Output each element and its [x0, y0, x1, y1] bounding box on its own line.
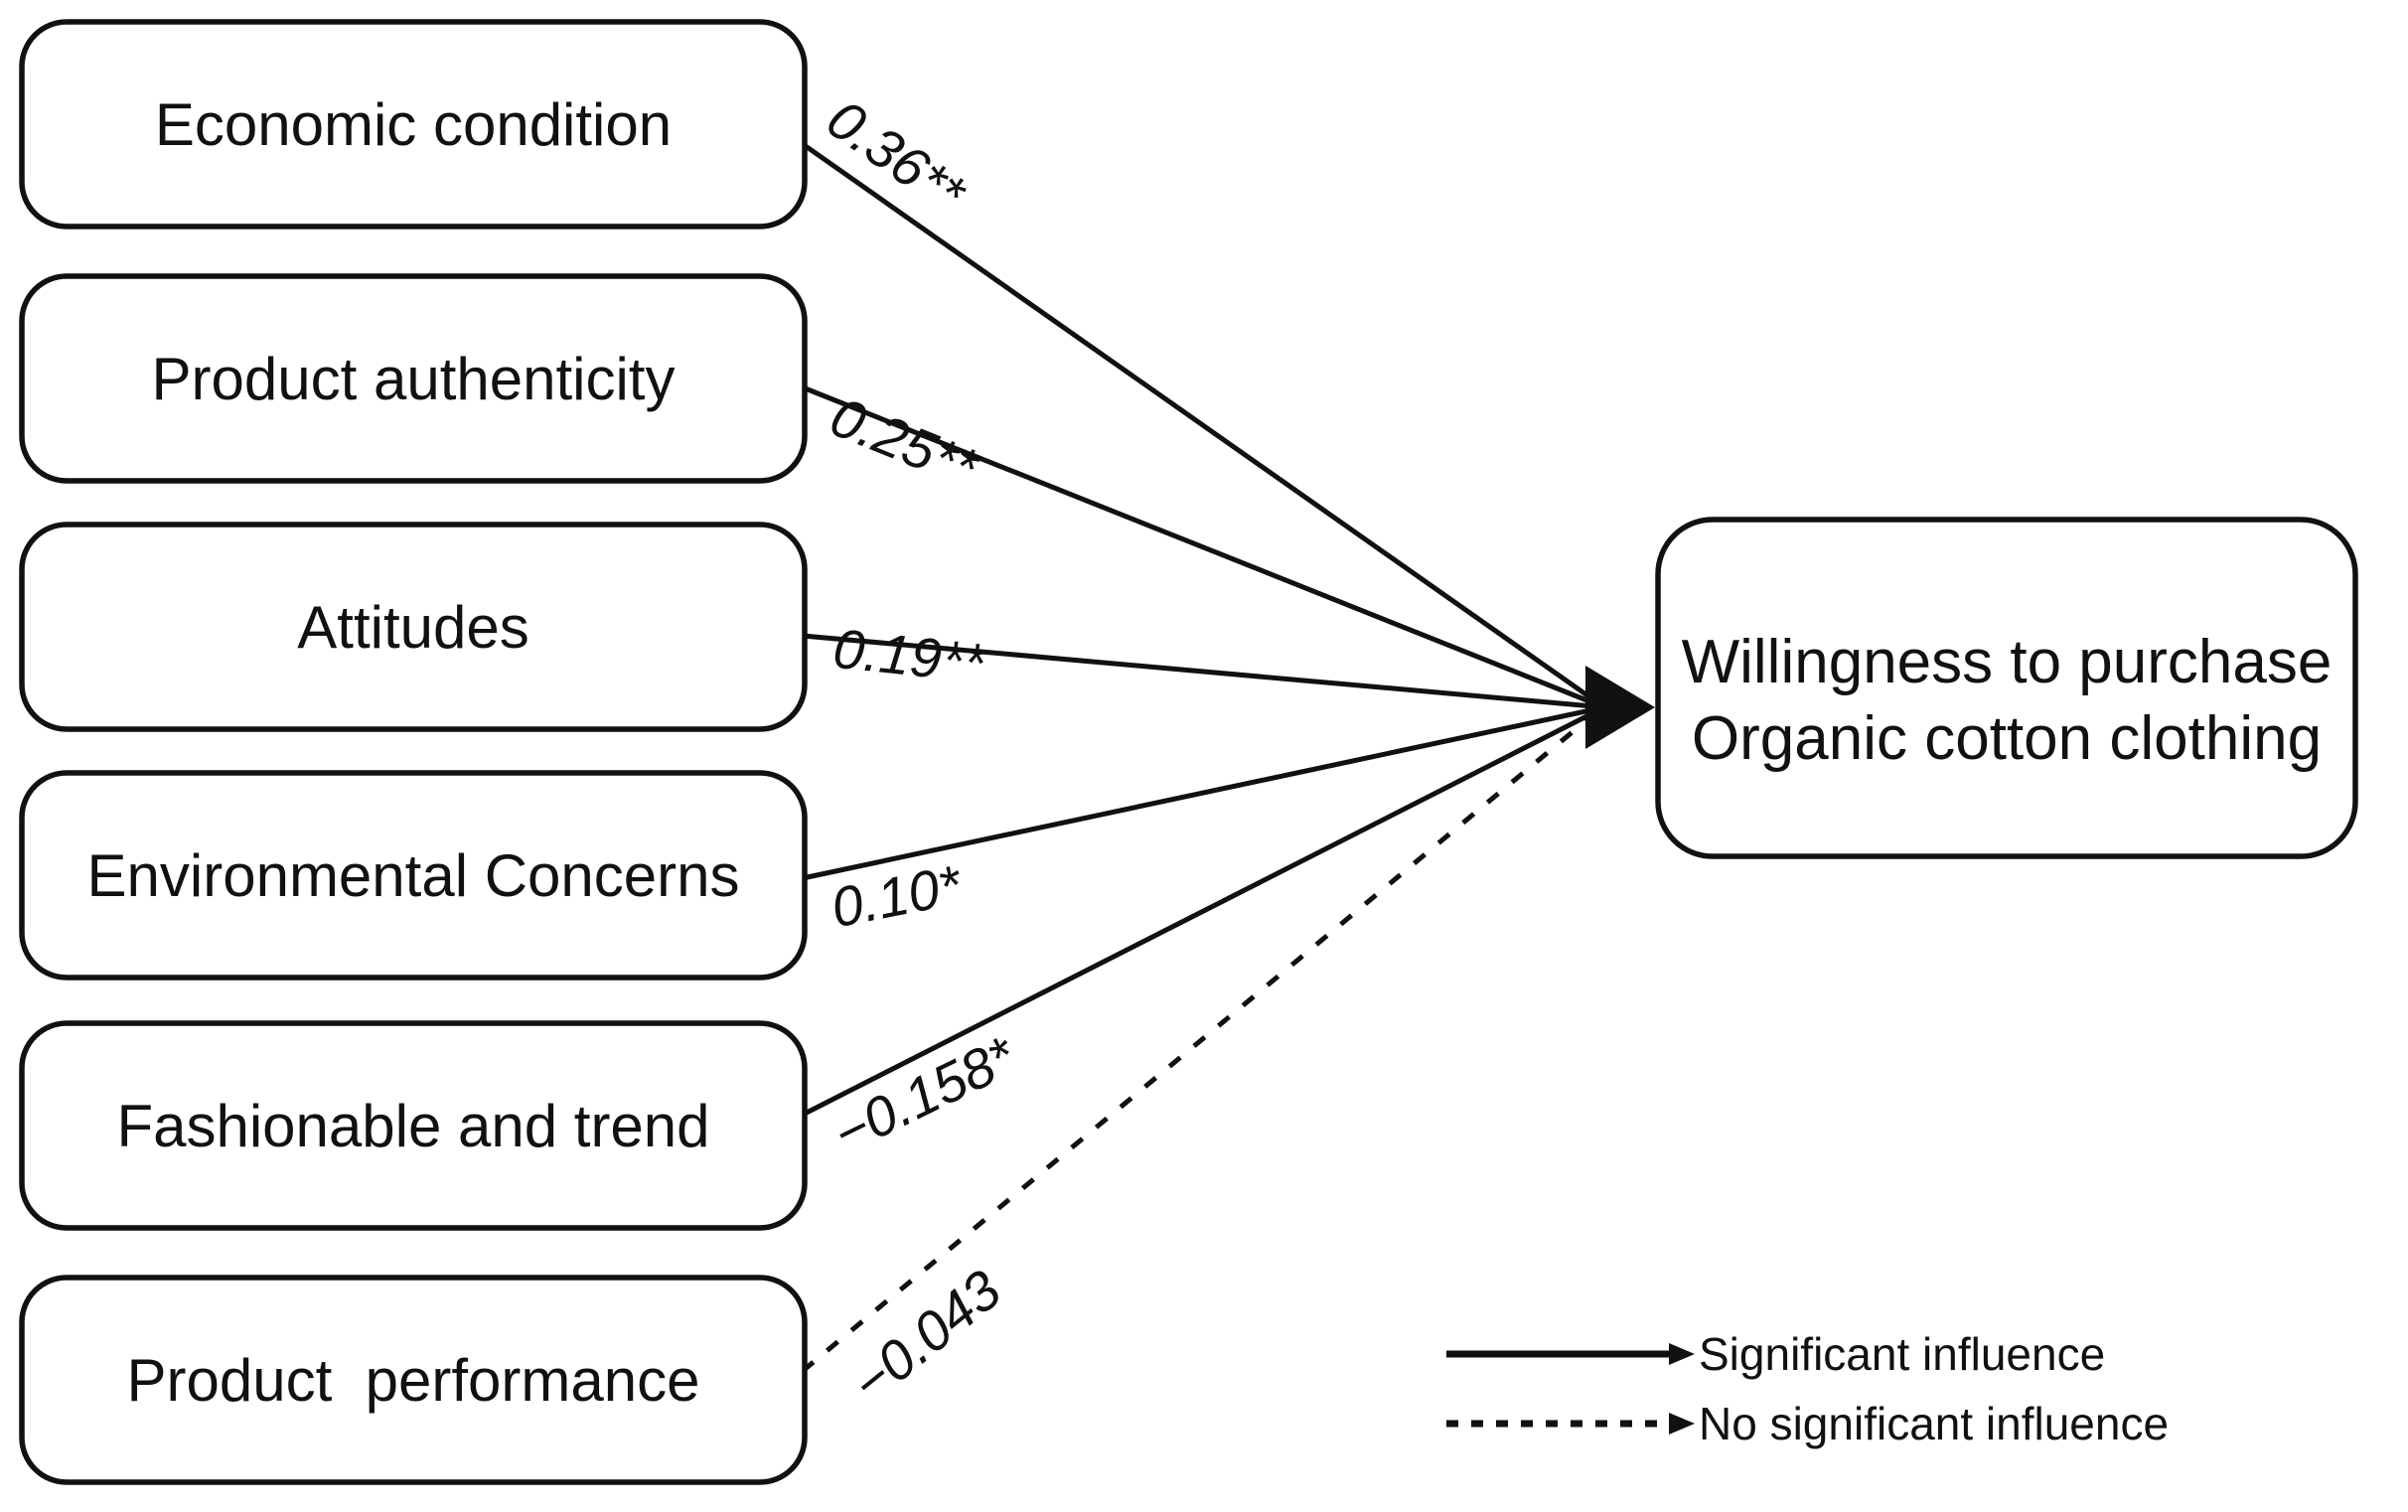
arrowhead-icon [1585, 666, 1655, 749]
outcome-label-line1: Willingness to purchase [1682, 628, 2333, 696]
edge-attitudes [802, 633, 1605, 710]
factor-box [19, 1020, 808, 1231]
coefficient-economic-condition: 0.36** [816, 86, 978, 226]
factor-label: Economic condition [155, 91, 672, 158]
factor-node-economic-condition: Economic condition [19, 19, 808, 229]
legend-item-not-significant: No significant influence [1446, 1398, 2169, 1449]
legend: Significant influence No significant inf… [1446, 1328, 2169, 1449]
factor-box [19, 273, 808, 484]
factor-node-product-authenticity: Product authenticity [19, 273, 808, 484]
edges [801, 141, 1606, 1373]
coefficient-attitudes: 0.19** [830, 617, 990, 695]
factor-node-environmental-concerns: Environmental Concerns [19, 770, 808, 981]
factor-box [19, 770, 808, 981]
legend-item-significant: Significant influence [1446, 1328, 2105, 1380]
factor-box [19, 19, 808, 229]
legend-dashed-arrowhead-icon [1669, 1413, 1695, 1435]
legend-not-significant-label: No significant influence [1699, 1398, 2169, 1449]
outcome-box [1655, 517, 2358, 859]
legend-solid-arrowhead-icon [1669, 1343, 1695, 1365]
factor-label: Environmental Concerns [87, 842, 740, 909]
outcome-node: Willingness to purchase Organic cotton c… [1655, 517, 2358, 859]
coefficient-product-performance: −0.043 [839, 1258, 1012, 1415]
coefficient-fashionable-and-trend: −0.158* [824, 1023, 1027, 1165]
edge-product-performance [801, 709, 1599, 1373]
factor-box [19, 1275, 808, 1485]
legend-significant-label: Significant influence [1699, 1328, 2105, 1380]
factor-node-fashionable-and-trend: Fashionable and trend [19, 1020, 808, 1231]
edge-fashionable-and-trend [801, 704, 1606, 1118]
factor-label: Fashionable and trend [116, 1093, 709, 1159]
factor-box [19, 522, 808, 732]
factor-node-attitudes: Attitudes [19, 522, 808, 732]
factor-node-product-performance: Product performance [19, 1275, 808, 1485]
coefficient-product-authenticity: 0.25** [822, 384, 987, 500]
edge-environmental-concerns [802, 704, 1605, 881]
edge-economic-condition [801, 141, 1606, 710]
coefficient-labels: 0.36** 0.25** 0.19** 0.10* −0.158* −0.04… [816, 86, 1026, 1414]
factor-label: Attitudes [297, 594, 528, 661]
edge-product-authenticity [802, 384, 1605, 710]
coefficient-environmental-concerns: 0.10* [827, 852, 969, 939]
factor-label: Product authenticity [152, 346, 676, 412]
factor-label: Product performance [127, 1347, 700, 1414]
factor-nodes: Economic condition Product authenticity … [19, 19, 808, 1485]
outcome-label-line2: Organic cotton clothing [1692, 704, 2322, 773]
